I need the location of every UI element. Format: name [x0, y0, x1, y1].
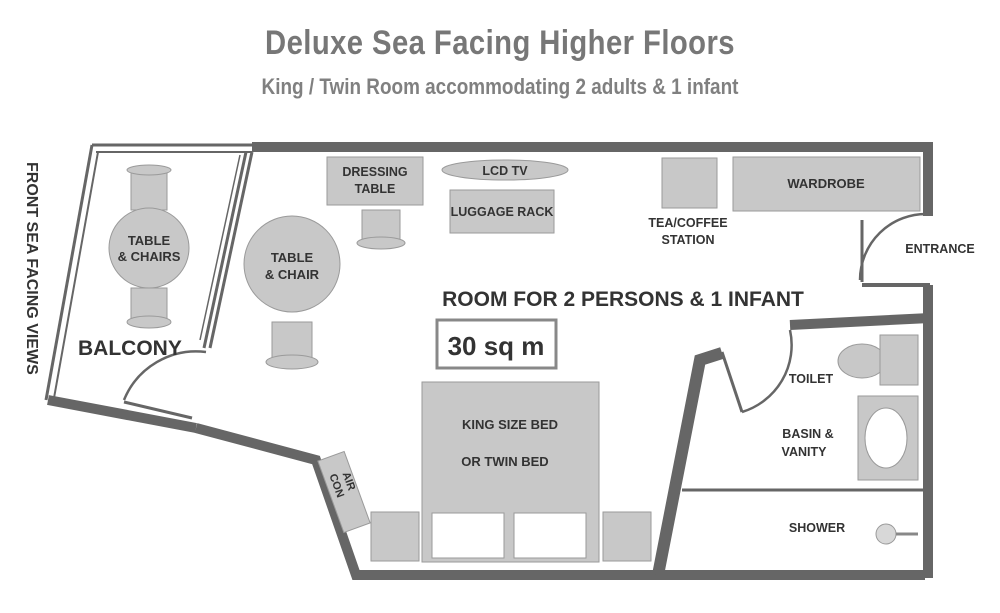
shower-head [875, 523, 897, 545]
basin-label-1: BASIN & [782, 427, 833, 441]
walls [44, 142, 933, 580]
room-table-label-2: & CHAIR [265, 267, 320, 282]
basin-sink [864, 407, 908, 469]
balcony-left-wall-inner [53, 151, 99, 399]
wardrobe-label: WARDROBE [787, 176, 865, 191]
dressing-stool-base [356, 236, 406, 250]
floorplan-subtitle: King / Twin Room accommodating 2 adults … [261, 74, 739, 99]
luggage-rack [449, 189, 555, 234]
nightstand-right [602, 511, 652, 562]
balcony-glass-1 [202, 151, 248, 349]
entrance-label: ENTRANCE [905, 242, 974, 256]
bathroom-left-wall [652, 347, 724, 577]
balcony-chair-top-base [126, 164, 172, 176]
balcony-glass-2 [208, 151, 254, 349]
tea-label-1: TEA/COFFEE [648, 216, 727, 230]
balcony-table [108, 207, 190, 289]
balcony-table-label-2: & CHAIRS [118, 249, 181, 264]
room-for-label: ROOM FOR 2 PERSONS & 1 INFANT [442, 288, 804, 311]
lcd-tv [441, 159, 569, 181]
dressing-label-1: DRESSING [342, 165, 407, 179]
pillow-left [431, 512, 505, 559]
room-table [243, 215, 341, 313]
room-table-label-1: TABLE [271, 250, 314, 265]
luggage-rack-label: LUGGAGE RACK [451, 205, 554, 219]
toilet-label: TOILET [789, 372, 834, 386]
dressing-table [326, 156, 424, 206]
tea-station-unit [661, 157, 718, 209]
dressing-label-2: TABLE [355, 182, 396, 196]
pillow-right [513, 512, 587, 559]
toilet-door-leaf [720, 351, 744, 413]
basin-label-2: VANITY [782, 445, 828, 459]
toilet-tank [879, 334, 919, 386]
bed-label-1: KING SIZE BED [462, 417, 558, 432]
side-label: FRONT SEA FACING VIEWS [23, 162, 40, 375]
lcd-tv-label: LCD TV [482, 164, 528, 178]
balcony-glass-3 [199, 154, 241, 341]
balcony-table-label-1: TABLE [128, 233, 171, 248]
wardrobe [732, 156, 921, 212]
balcony-chair-bottom-base [126, 315, 172, 329]
balcony-label: BALCONY [78, 337, 182, 360]
air-con-unit [317, 450, 371, 534]
area-label: 30 sq m [448, 331, 545, 361]
top-wall [252, 142, 933, 216]
balcony-door [122, 350, 207, 401]
balcony-bottom-wall [47, 395, 197, 433]
balcony-left-wall-outer [44, 144, 94, 401]
bed-label-2: OR TWIN BED [461, 454, 548, 469]
balcony-door-leaf [123, 400, 193, 420]
bathroom-top-wall [789, 313, 931, 330]
shower-label: SHOWER [789, 521, 845, 535]
furniture [108, 156, 921, 563]
bottom-left-wall [194, 423, 925, 580]
floorplan-title: Deluxe Sea Facing Higher Floors [265, 24, 735, 62]
area-box [435, 318, 558, 370]
toilet-door-arc [741, 329, 793, 414]
doors [122, 212, 929, 420]
tea-label-2: STATION [661, 233, 714, 247]
room-chair-base [265, 354, 319, 370]
nightstand-left [370, 511, 420, 562]
balcony-chair-top [130, 169, 168, 211]
toilet-bowl [837, 343, 887, 379]
balcony-chair-bottom [130, 287, 168, 321]
